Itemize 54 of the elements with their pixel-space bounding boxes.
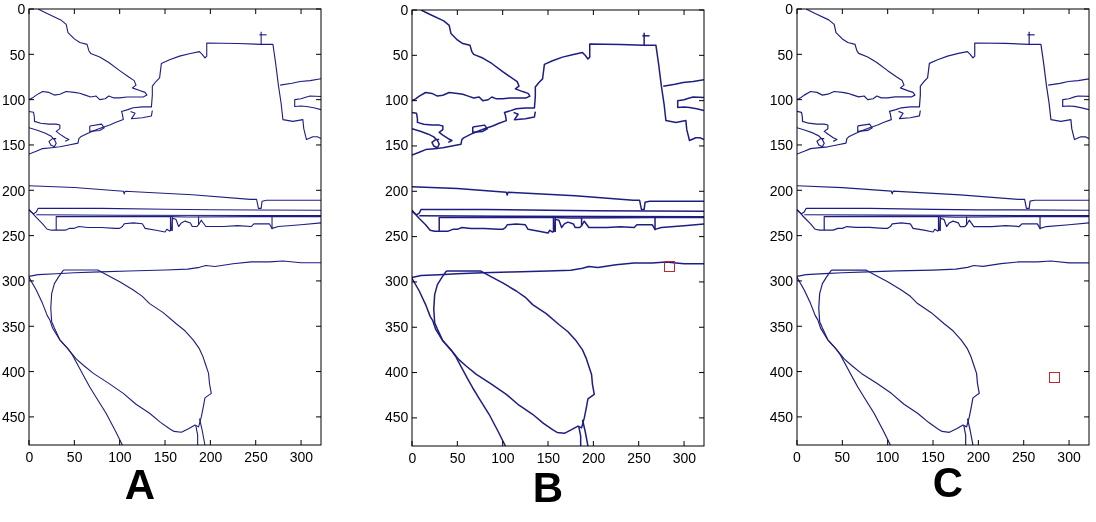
tick-label: 350	[769, 319, 793, 334]
tick-label: 250	[1012, 450, 1036, 465]
tick-label: 200	[582, 450, 606, 465]
tick-label: 350	[1, 319, 26, 334]
tick-label: 450	[384, 410, 409, 425]
tick-label: 300	[672, 450, 696, 465]
tick-label: 350	[384, 319, 409, 334]
tick-label: 100	[491, 450, 515, 465]
tick-label: 300	[769, 274, 793, 289]
tick-label: 300	[1057, 450, 1081, 465]
tick-label: 200	[966, 450, 991, 465]
tick-label: 200	[1, 183, 26, 198]
tick-label: 0	[793, 450, 801, 465]
tick-label: 0	[408, 450, 417, 465]
tick-label: 300	[1, 274, 26, 289]
tick-label: 150	[536, 450, 560, 465]
tick-label: 100	[769, 92, 793, 107]
tick-label: 450	[769, 410, 793, 425]
tick-label: 250	[244, 450, 268, 465]
tick-label: 200	[199, 450, 223, 465]
tick-label: 400	[384, 365, 409, 380]
panel-letter: C	[932, 462, 964, 504]
tick-label: 150	[1, 138, 26, 153]
tick-label: 50	[66, 450, 83, 465]
tick-label: 50	[392, 47, 409, 62]
tick-label: 0	[25, 450, 34, 465]
tick-label: 150	[153, 450, 177, 465]
tick-label: 100	[108, 450, 132, 465]
tick-label: 150	[384, 138, 409, 153]
tick-label: 150	[769, 138, 793, 153]
tick-label: 50	[449, 450, 466, 465]
tick-label: 300	[384, 274, 409, 289]
tick-label: 50	[777, 47, 793, 62]
tick-label: 450	[1, 410, 26, 425]
tick-label: 100	[384, 93, 409, 108]
tick-label: 400	[1, 364, 26, 379]
tick-label: 400	[769, 364, 793, 379]
tick-label: 250	[769, 228, 793, 243]
tick-label: 100	[876, 450, 900, 465]
tick-label: 0	[785, 2, 793, 17]
tick-label: 50	[9, 47, 26, 62]
tick-label: 200	[769, 183, 793, 198]
tick-label: 250	[627, 450, 651, 465]
panel-letter: B	[532, 467, 564, 509]
tick-label: 0	[17, 2, 26, 17]
tick-label: 150	[921, 450, 945, 465]
tick-label: 200	[384, 183, 409, 198]
tick-label: 250	[384, 229, 409, 244]
panel-letter: A	[124, 464, 156, 506]
tick-label: 300	[289, 450, 313, 465]
tick-label: 100	[1, 92, 26, 107]
tick-label: 50	[834, 450, 851, 465]
tick-label: 0	[400, 2, 409, 17]
tick-label: 250	[1, 228, 26, 243]
